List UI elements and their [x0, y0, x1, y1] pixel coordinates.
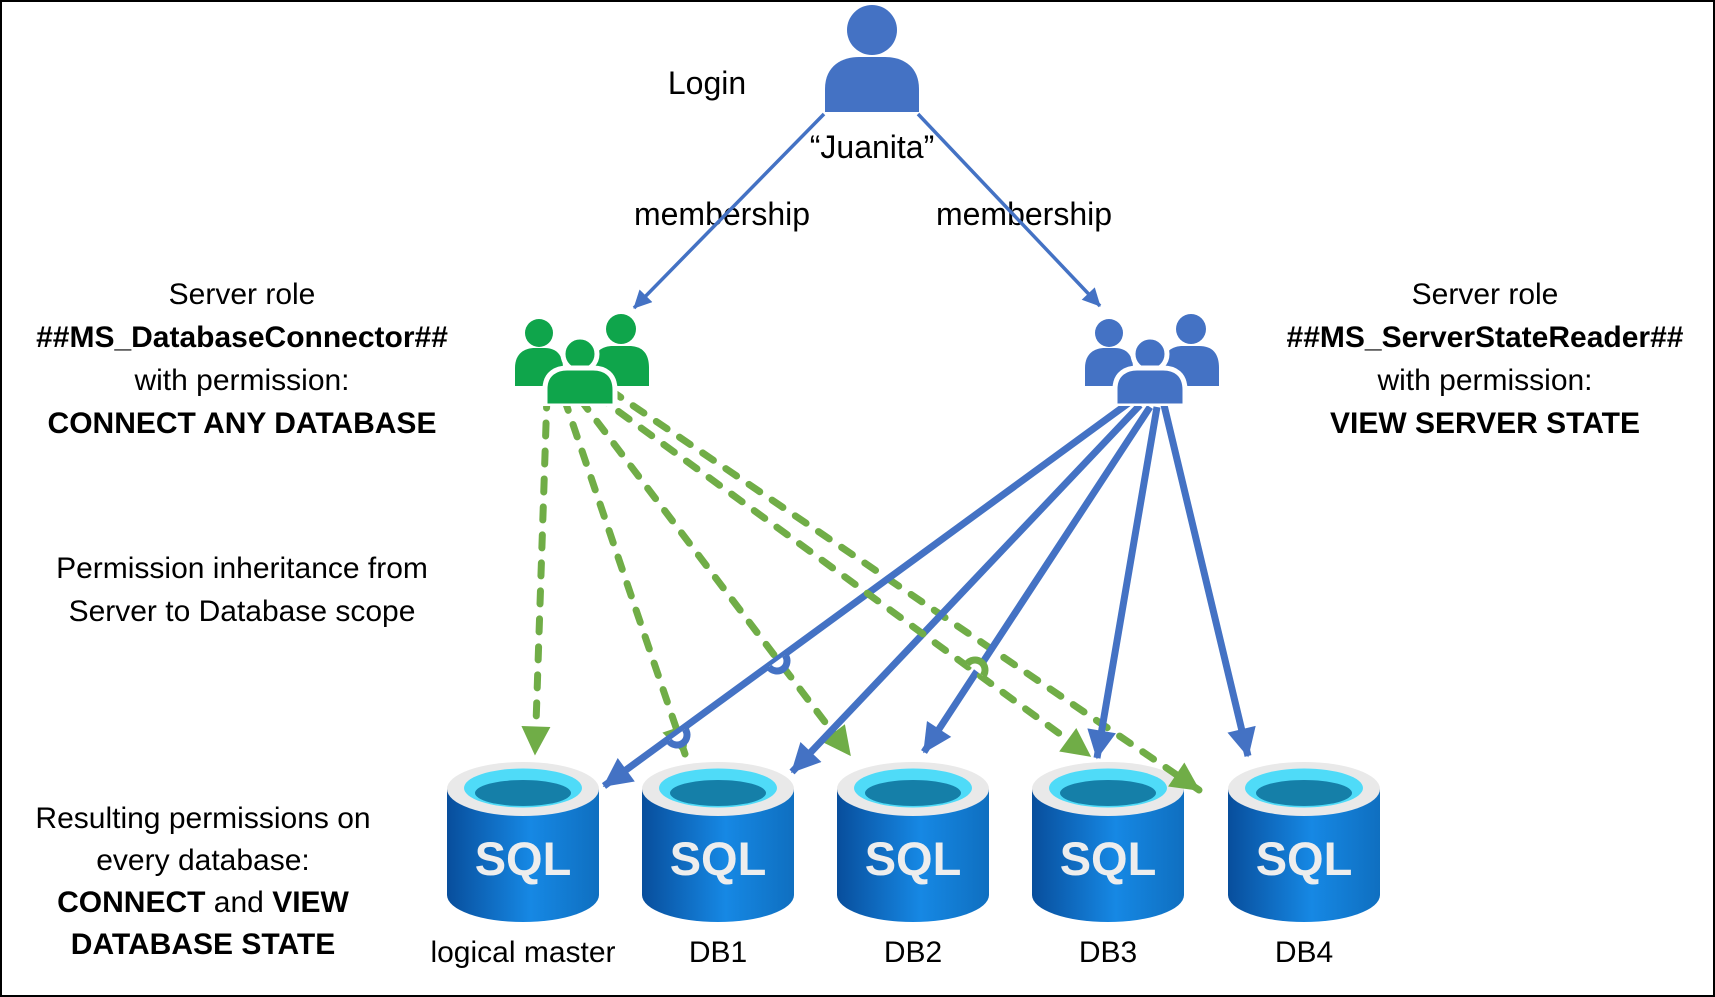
left-role-title: Server role — [168, 278, 316, 311]
membership-label-left: membership — [633, 196, 811, 232]
green-arrow-to-db3 — [592, 391, 1094, 760]
sql-database-icon: SQL — [1032, 762, 1184, 922]
sql-logo-text: SQL — [670, 832, 767, 885]
right-role-title: Server role — [1411, 278, 1559, 311]
result-note-line3: CONNECT and VIEW — [22, 882, 384, 924]
database-label: DB4 — [1274, 936, 1334, 969]
inheritance-note: Permission inheritance from Server to Da… — [17, 547, 467, 633]
membership-label-right: membership — [935, 196, 1113, 232]
database-db3: SQL DB3 — [1032, 762, 1184, 969]
database-label: logical master — [430, 936, 616, 969]
right-role-text: Server role ##MS_ServerStateReader## wit… — [1255, 273, 1713, 445]
result-view: VIEW — [272, 886, 349, 919]
database-db2: SQL DB2 — [837, 762, 989, 969]
database-logical-master: SQL logical master — [430, 762, 616, 969]
green-arrow-to-db2 — [576, 395, 854, 759]
line-jump — [666, 727, 691, 749]
database-label: DB3 — [1078, 936, 1138, 969]
result-connect: CONNECT — [57, 886, 206, 919]
result-note-line1: Resulting permissions on — [35, 802, 371, 835]
blue-arrow-to-db1 — [789, 402, 1143, 775]
blue-arrow-to-db4 — [1160, 404, 1256, 758]
blue-arrow-to-db3 — [1087, 406, 1161, 760]
sql-database-icon: SQL — [447, 762, 599, 922]
login-user-icon — [825, 5, 919, 112]
view-state-permission-arrows — [601, 399, 1256, 789]
database-label: DB1 — [688, 936, 748, 969]
left-role-permission-intro: with permission: — [134, 364, 350, 397]
inheritance-note-line1: Permission inheritance from — [56, 552, 428, 585]
connect-permission-arrows — [521, 386, 1203, 794]
server-role-group-icon-blue — [1085, 314, 1219, 406]
blue-arrow-to-db2 — [921, 405, 1153, 754]
left-role-permission: CONNECT ANY DATABASE — [47, 407, 437, 440]
green-arrow-to-logical-master — [521, 391, 551, 758]
sql-logo-text: SQL — [865, 832, 962, 885]
right-role-permission-intro: with permission: — [1377, 364, 1593, 397]
server-role-group-icon-green — [515, 314, 649, 406]
database-db1: SQL DB1 — [642, 762, 794, 969]
sql-database-icon: SQL — [837, 762, 989, 922]
inheritance-note-line2: Server to Database scope — [68, 595, 416, 628]
line-jump — [766, 653, 791, 675]
left-role-text: Server role ##MS_DatabaseConnector## wit… — [17, 273, 467, 445]
line-jump — [964, 656, 989, 679]
right-role-name: ##MS_ServerStateReader## — [1286, 321, 1684, 354]
result-note: Resulting permissions on every database:… — [22, 798, 384, 966]
database-label: DB2 — [883, 936, 943, 969]
sql-logo-text: SQL — [475, 832, 572, 885]
sql-logo-text: SQL — [1060, 832, 1157, 885]
left-role-name: ##MS_DatabaseConnector## — [36, 321, 448, 354]
sql-database-icon: SQL — [1228, 762, 1380, 922]
login-name: “Juanita” — [809, 129, 935, 165]
sql-logo-text: SQL — [1256, 832, 1353, 885]
result-note-line4: DATABASE STATE — [70, 928, 336, 961]
right-role-permission: VIEW SERVER STATE — [1329, 407, 1641, 440]
green-arrow-to-db1 — [560, 394, 690, 758]
login-label: Login — [667, 65, 747, 101]
blue-arrow-to-logical-master — [601, 399, 1133, 789]
sql-database-icon: SQL — [642, 762, 794, 922]
result-note-line2: every database: — [96, 844, 310, 877]
green-arrow-to-db4 — [606, 386, 1203, 794]
database-db4: SQL DB4 — [1228, 762, 1380, 969]
result-and: and — [205, 886, 273, 919]
